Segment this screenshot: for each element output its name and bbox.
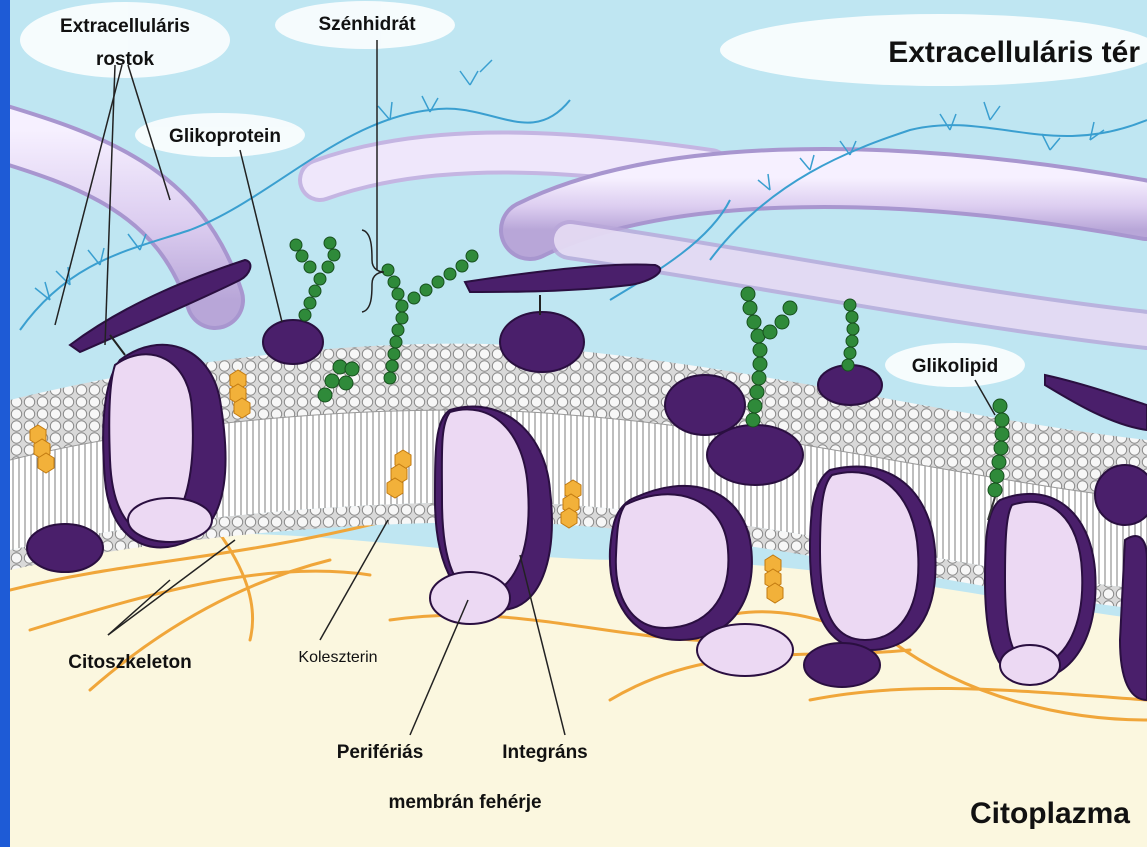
- label-extracellular-space: Extracelluláris tér: [888, 36, 1140, 69]
- membrane-svg: Extracelluláris rostok Szénhidrát Extrac…: [10, 0, 1147, 847]
- peripheral-protein-icon: [430, 572, 510, 624]
- label-extracellular-fibers-line2: rostok: [96, 49, 155, 70]
- label-extracellular-fibers-line1: Extracelluláris: [60, 16, 190, 37]
- label-cholesterol: Koleszterin: [298, 649, 377, 666]
- label-cytoplasm: Citoplazma: [970, 797, 1130, 830]
- label-integral: Integráns: [502, 742, 588, 763]
- membrane-diagram: Extracelluláris rostok Szénhidrát Extrac…: [10, 0, 1147, 847]
- label-glycoprotein: Glikoprotein: [169, 126, 281, 147]
- label-cytoskeleton: Citoszkeleton: [68, 652, 192, 673]
- integral-protein-icon: [103, 345, 225, 548]
- label-glycolipid: Glikolipid: [912, 356, 999, 377]
- label-carbohydrate: Szénhidrát: [318, 14, 416, 35]
- glycoprotein-icon: [263, 320, 323, 364]
- label-membrane-protein: membrán fehérje: [388, 792, 541, 813]
- label-peripheral: Perifériás: [337, 742, 424, 763]
